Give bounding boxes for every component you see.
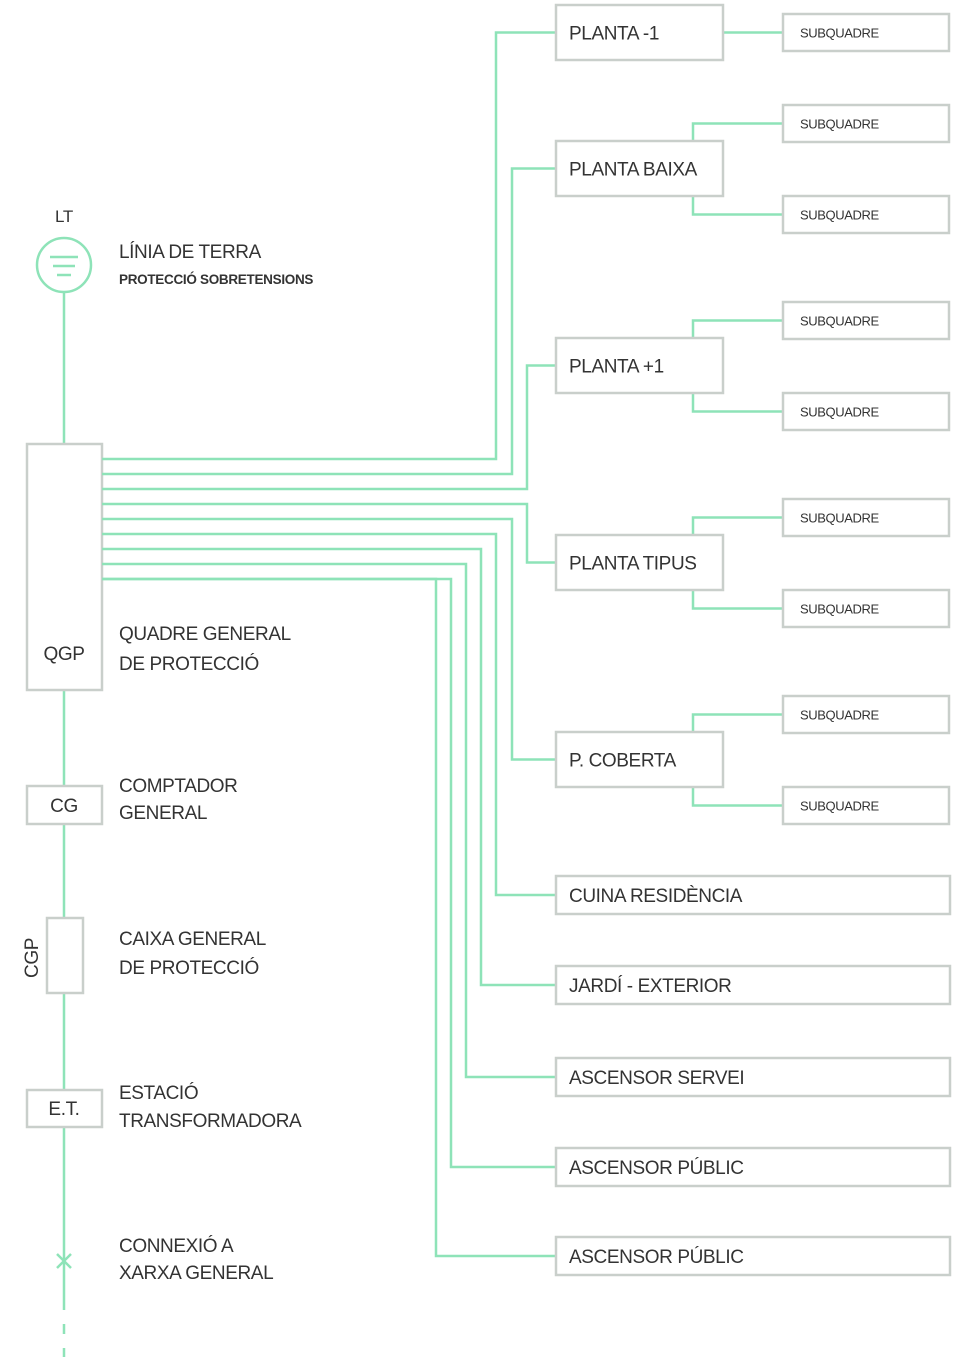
circuit-box — [554, 730, 725, 789]
circuit-box — [554, 874, 952, 916]
cg-code: CG — [50, 796, 78, 817]
et-line2: TRANSFORMADORA — [119, 1111, 302, 1132]
subquadre-box — [781, 588, 951, 629]
branch-wire — [102, 532, 556, 897]
circuit-label: ASCENSOR PÚBLIC — [569, 1246, 744, 1268]
branch-wire — [102, 577, 556, 1258]
branch-wire — [102, 364, 556, 491]
qgp-line2: DE PROTECCIÓ — [119, 653, 259, 675]
sub-wire — [691, 319, 783, 338]
sub-wire — [691, 122, 783, 141]
cgp-box — [45, 916, 85, 995]
circuit-label: CUINA RESIDÈNCIA — [569, 886, 743, 907]
branch-wire — [102, 517, 556, 761]
subquadre-box — [781, 300, 951, 341]
sub-wire — [691, 516, 783, 535]
x-mark-icon — [56, 1253, 72, 1269]
cg-line2: GENERAL — [119, 803, 207, 824]
subquadre-label: SUBQUADRE — [800, 208, 879, 223]
subquadre-label: SUBQUADRE — [800, 117, 879, 132]
sub-wire — [691, 393, 783, 413]
circuit-box — [554, 533, 725, 592]
circuit-label: ASCENSOR SERVEI — [569, 1068, 744, 1089]
circuit-box — [554, 1056, 952, 1098]
branch-wire — [102, 31, 556, 461]
circuit-label: JARDÍ - EXTERIOR — [569, 976, 732, 997]
sub-wire — [691, 713, 783, 732]
sub-wire — [691, 787, 783, 807]
circuit-label: ASCENSOR PÚBLIC — [569, 1157, 744, 1179]
circuit-box — [554, 139, 725, 198]
connexio-line1: CONNEXIÓ A — [119, 1235, 234, 1257]
connexio-line2: XARXA GENERAL — [119, 1263, 273, 1284]
ground-symbol-icon — [35, 236, 93, 294]
qgp-box — [25, 442, 104, 692]
subquadre-box — [781, 785, 951, 826]
circuit-box — [554, 336, 725, 395]
subquadre-box — [781, 194, 951, 235]
qgp-code: QGP — [43, 644, 84, 665]
subquadre-box — [781, 12, 951, 53]
lt-subtitle: PROTECCIÓ SOBRETENSIONS — [119, 272, 313, 287]
et-code: E.T. — [48, 1099, 79, 1120]
subquadre-label: SUBQUADRE — [800, 511, 879, 526]
branch-wire — [102, 502, 556, 564]
circuit-box — [554, 1235, 952, 1277]
et-box — [25, 1088, 104, 1129]
cgp-code: CGP — [22, 938, 43, 978]
branch-wire — [102, 167, 556, 476]
subquadre-box — [781, 391, 951, 432]
subquadre-label: SUBQUADRE — [800, 602, 879, 617]
subquadre-label: SUBQUADRE — [800, 405, 879, 420]
circuit-box — [554, 1146, 952, 1188]
cgp-line1: CAIXA GENERAL — [119, 929, 266, 950]
subquadre-label: SUBQUADRE — [800, 708, 879, 723]
circuit-label: PLANTA BAIXA — [569, 160, 698, 181]
sub-wire — [691, 590, 783, 610]
circuit-label: PLANTA TIPUS — [569, 554, 697, 575]
cgp-line2: DE PROTECCIÓ — [119, 957, 259, 979]
qgp-line1: QUADRE GENERAL — [119, 624, 291, 645]
subquadre-label: SUBQUADRE — [800, 26, 879, 41]
circuit-boxes: PLANTA -1 SUBQUADRE PLANTA BAIXA SUBQUADRE S… — [554, 3, 952, 1277]
et-line1: ESTACIÓ — [119, 1082, 198, 1104]
branch-wire — [102, 547, 556, 987]
circuit-box — [554, 964, 952, 1006]
branch-wire — [102, 562, 556, 1079]
cg-line1: COMPTADOR — [119, 776, 238, 797]
circuit-label: P. COBERTA — [569, 751, 677, 772]
subquadre-label: SUBQUADRE — [800, 799, 879, 814]
cg-box — [25, 784, 104, 826]
subquadre-label: SUBQUADRE — [800, 314, 879, 329]
subquadre-box — [781, 103, 951, 144]
circuit-label: PLANTA +1 — [569, 357, 664, 378]
main-feeder — [35, 236, 93, 1357]
sub-wire — [691, 196, 783, 216]
subquadre-box — [781, 497, 951, 538]
circuit-label: PLANTA -1 — [569, 24, 659, 45]
subquadre-box — [781, 694, 951, 735]
lt-title: LÍNIA DE TERRA — [119, 242, 262, 263]
branch-wires — [102, 31, 783, 1258]
circuit-box — [554, 3, 725, 62]
lt-tag: LT — [55, 207, 73, 226]
